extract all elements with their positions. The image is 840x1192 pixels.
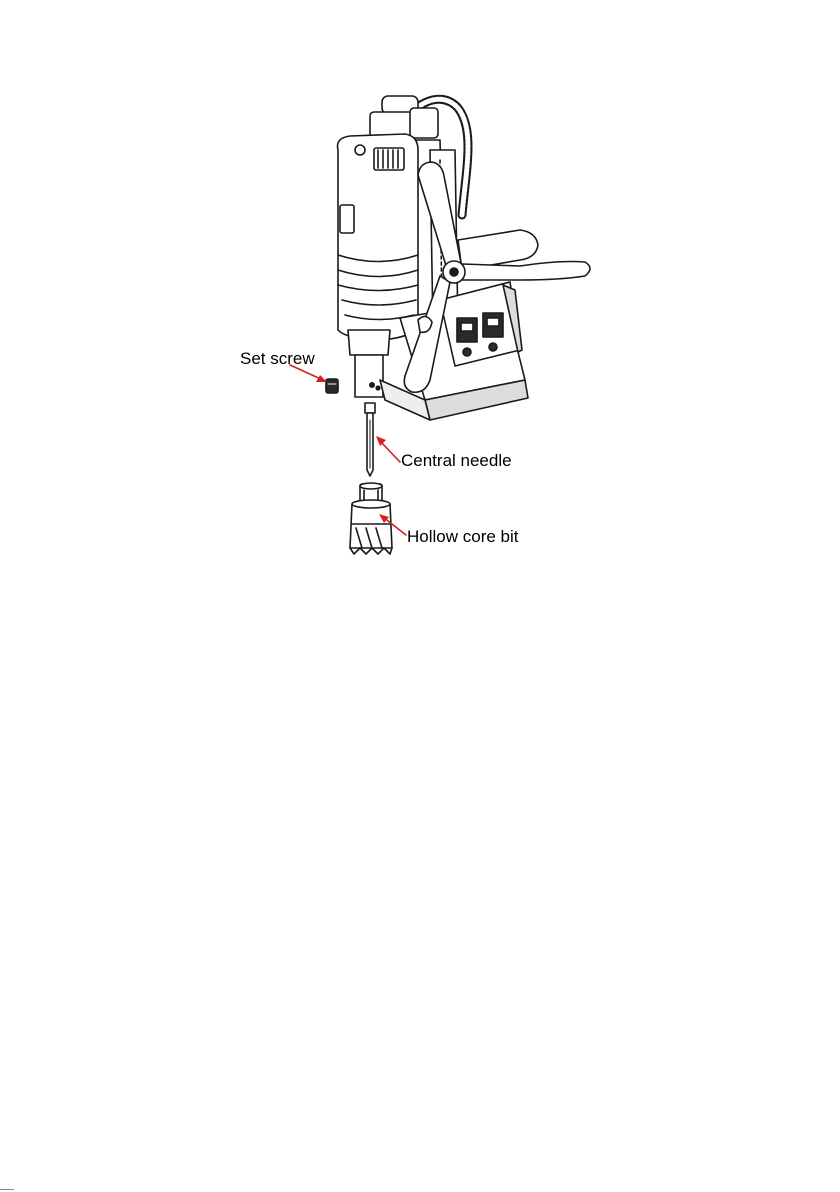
set-screw	[326, 379, 338, 393]
drill-diagram	[0, 0, 840, 600]
label-set-screw: Set screw	[240, 350, 315, 367]
label-central-needle: Central needle	[401, 452, 512, 469]
motor-housing	[338, 134, 419, 340]
label-hollow-core-bit: Hollow core bit	[407, 528, 519, 545]
page-edge-mark	[0, 1189, 14, 1190]
central-needle-arrow	[376, 436, 400, 462]
central-needle	[365, 403, 375, 476]
